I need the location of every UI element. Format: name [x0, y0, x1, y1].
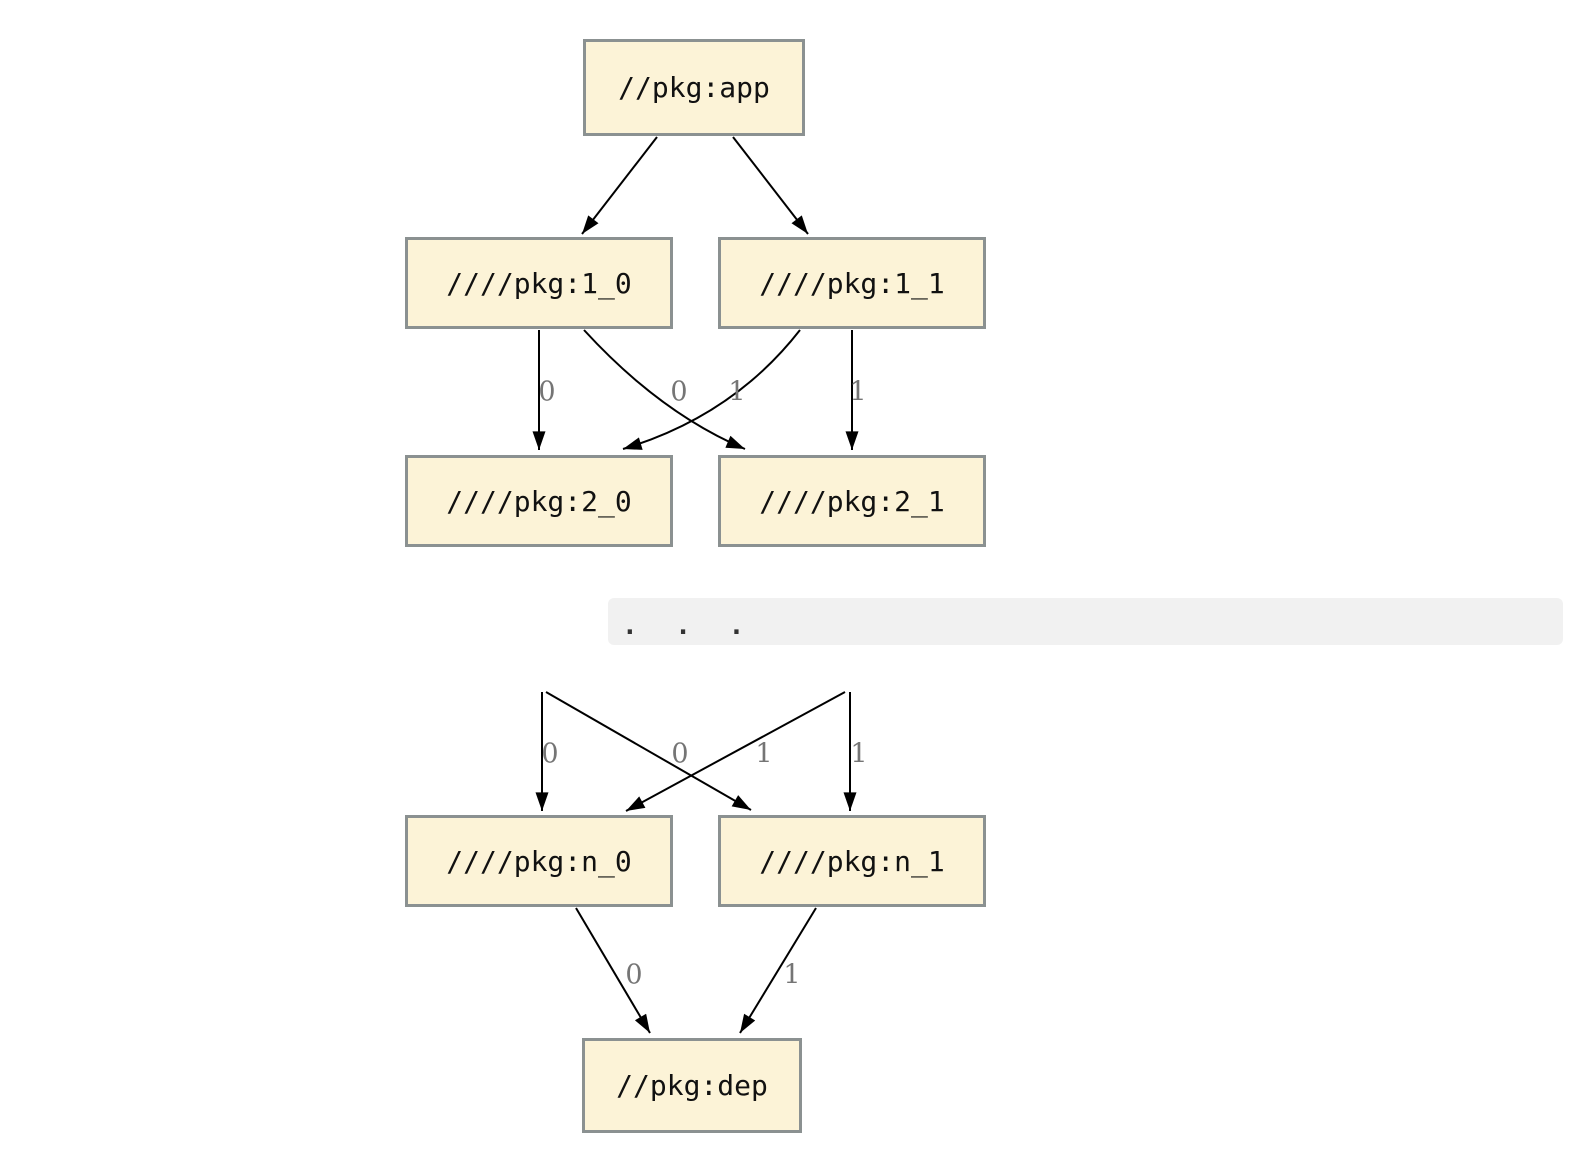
edge-app-to-1_0 — [581, 136, 658, 235]
edge-label-1_1-2_0: 0 — [670, 376, 688, 408]
node-pkg-1_1: ////pkg:1_1 — [718, 237, 986, 329]
node-pkg-n_1: ////pkg:n_1 — [718, 815, 986, 907]
edge-ellipsis-to-n_1-cross — [545, 691, 752, 811]
node-pkg-app: //pkg:app — [583, 39, 805, 136]
edge-label-n_1-dep: 1 — [783, 959, 801, 991]
node-pkg-dep: //pkg:dep — [582, 1038, 802, 1133]
edge-label-n_0-dep: 0 — [625, 959, 643, 991]
edge-n_0-to-dep — [575, 907, 651, 1034]
edge-ellipsis-to-n_0-cross — [625, 691, 846, 812]
edge-label-1_0-2_0: 0 — [538, 376, 556, 408]
edge-n_1-to-dep — [739, 907, 817, 1034]
edge-1_1-to-2_0 — [622, 329, 801, 450]
edge-label-to-n_1-straight: 1 — [850, 738, 868, 770]
node-pkg-2_1: ////pkg:2_1 — [718, 455, 986, 547]
node-pkg-2_0: ////pkg:2_0 — [405, 455, 673, 547]
edge-label-to-n_0-straight: 0 — [541, 738, 559, 770]
edge-app-to-1_1 — [732, 136, 809, 235]
edge-label-to-n_0-cross: 0 — [671, 738, 689, 770]
ellipsis-bar: . . . — [608, 598, 1563, 645]
edge-label-1_0-2_1: 1 — [728, 376, 746, 408]
ellipsis-dots: . . . — [622, 611, 745, 641]
node-pkg-1_0: ////pkg:1_0 — [405, 237, 673, 329]
node-pkg-n_0: ////pkg:n_0 — [405, 815, 673, 907]
edge-label-1_1-2_1: 1 — [849, 376, 867, 408]
edge-1_0-to-2_1 — [583, 329, 746, 450]
edge-label-to-n_1-cross: 1 — [755, 738, 773, 770]
